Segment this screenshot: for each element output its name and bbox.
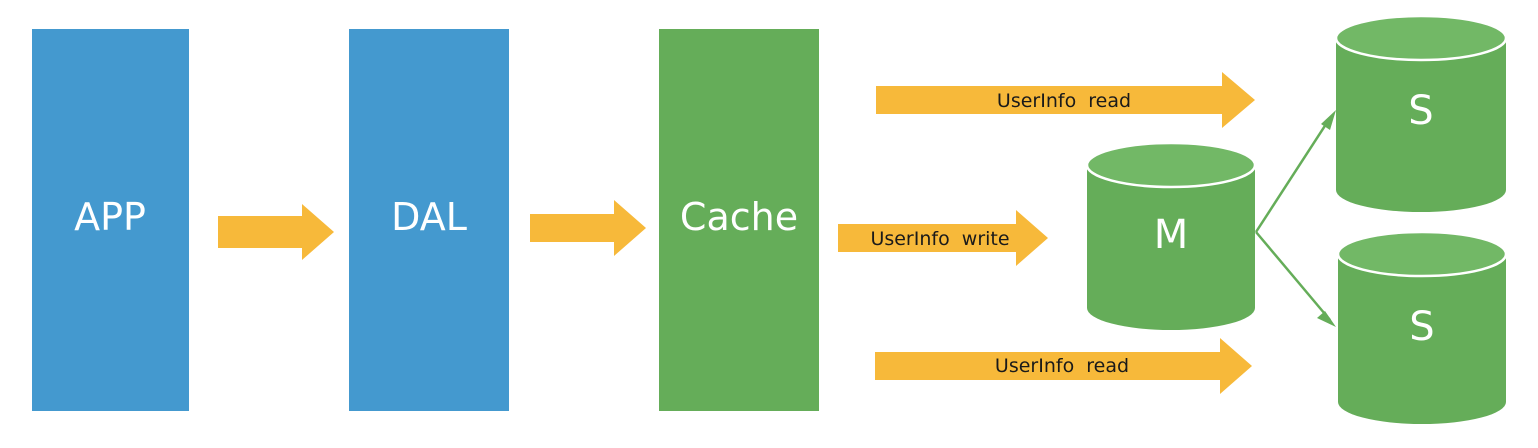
userinfo-write-arrow: UserInfo write <box>838 210 1048 266</box>
slave-database-top: S <box>1334 14 1508 212</box>
app-box: APP <box>32 29 189 411</box>
userinfo-read-top-label: UserInfo read <box>997 90 1131 112</box>
cache-label: Cache <box>680 195 798 239</box>
slave-database-top-label: S <box>1408 88 1433 134</box>
userinfo-read-bottom-label: UserInfo read <box>995 355 1129 377</box>
dal-label: DAL <box>391 195 467 239</box>
dal-to-cache-arrow <box>530 200 646 256</box>
replication-lines <box>1254 110 1336 327</box>
userinfo-read-bottom-arrow: UserInfo read <box>875 338 1252 394</box>
replication-arrowhead-top <box>1321 110 1336 130</box>
userinfo-read-top-arrow: UserInfo read <box>876 72 1255 128</box>
userinfo-write-label: UserInfo write <box>870 228 1009 250</box>
master-database: M <box>1085 141 1257 330</box>
slave-database-bottom: S <box>1336 230 1508 424</box>
cache-box: Cache <box>659 29 819 411</box>
dal-box: DAL <box>349 29 509 411</box>
app-to-dal-arrow <box>218 204 334 260</box>
app-label: APP <box>74 195 146 239</box>
replication-to-slave-bottom <box>1255 231 1331 321</box>
replication-arrowhead-bottom <box>1317 311 1336 327</box>
slave-database-bottom-label: S <box>1409 304 1434 350</box>
master-database-label: M <box>1154 212 1189 258</box>
replication-to-slave-top <box>1254 117 1332 233</box>
